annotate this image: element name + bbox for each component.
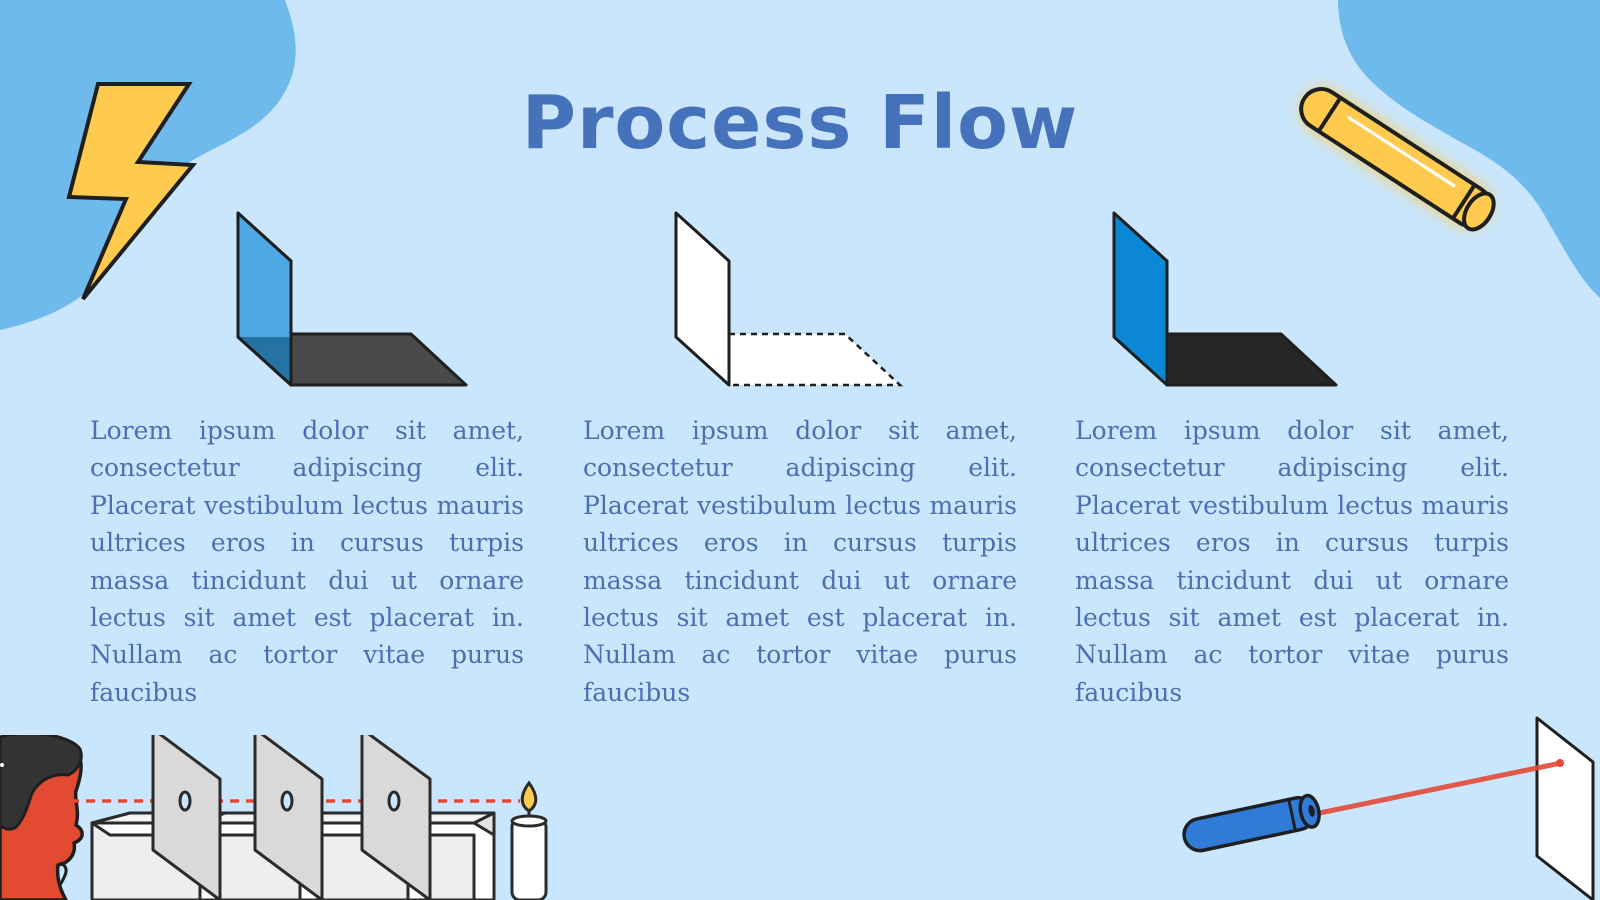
mirror-blue-icon	[236, 211, 468, 387]
background-blob-top-right	[1338, 0, 1600, 298]
glow-stick-icon	[1299, 87, 1496, 232]
mirror-white-icon	[674, 211, 904, 387]
column-text-3: Lorem ipsum dolor sit amet, consectetur …	[1075, 416, 1509, 707]
page-title: Process Flow	[521, 80, 1079, 166]
candle-experiment-illustration	[0, 735, 548, 900]
laser-pointer-illustration	[1182, 716, 1595, 900]
mirror-darkblue-icon	[1112, 211, 1338, 387]
column-text-2: Lorem ipsum dolor sit amet, consectetur …	[583, 416, 1017, 707]
lightning-bolt-icon	[66, 82, 198, 301]
column-text-1: Lorem ipsum dolor sit amet, consectetur …	[90, 416, 524, 707]
